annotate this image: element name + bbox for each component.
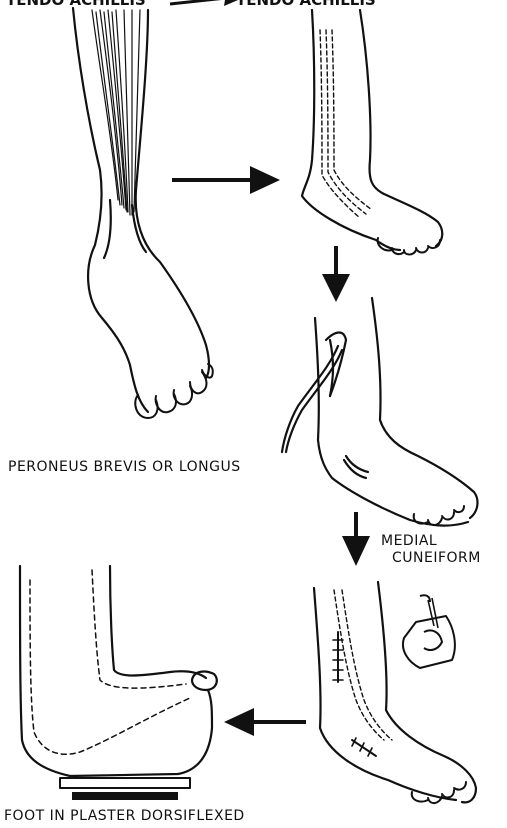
- cuneiform-label-line2: CUNEIFORM: [392, 550, 481, 566]
- leg-with-incision: [282, 298, 477, 526]
- tendon-dashes-bottom: [334, 590, 392, 740]
- tendon-striations: [92, 10, 140, 215]
- medial-cuneiform-bone: [403, 595, 455, 668]
- header-arrow: [170, 0, 238, 6]
- arrow-left: [224, 708, 306, 736]
- arrow-right-1: [172, 166, 280, 194]
- tendon-dashes: [320, 30, 372, 218]
- lower-leg-side-view: [302, 10, 442, 255]
- leg-with-tendo-achillis: [73, 8, 213, 418]
- arrow-down-1: [322, 246, 350, 302]
- foot-in-plaster: [20, 566, 217, 800]
- plaster-label: FOOT IN PLASTER DORSIFLEXED: [4, 808, 245, 824]
- medial-label-line1: MEDIAL: [381, 533, 437, 549]
- leg-with-sutures: [314, 582, 476, 803]
- peroneus-label: PERONEUS BREVIS OR LONGUS: [8, 459, 241, 475]
- arrow-down-2: [342, 512, 370, 566]
